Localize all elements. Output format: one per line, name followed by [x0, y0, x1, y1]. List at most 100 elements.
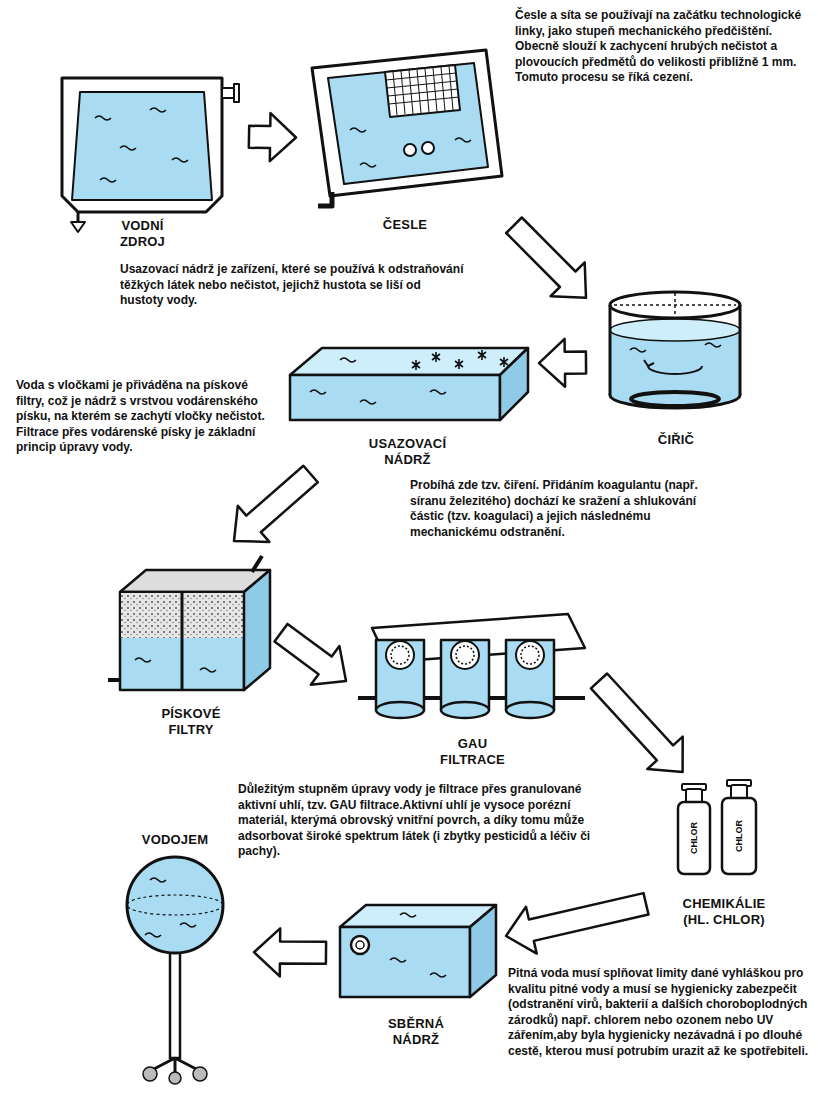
sand-filter-drawing-part	[181, 592, 184, 690]
settling-tank-drawing-part	[310, 350, 508, 404]
description-note: Probíhá zde tzv. čiření. Přidáním koagul…	[410, 478, 720, 540]
screen-drawing	[312, 50, 502, 206]
collecting-tank-drawing-part-part	[400, 913, 416, 917]
chemical-bottles-drawing-part	[678, 802, 710, 874]
gac-filter-drawing-part	[456, 646, 474, 664]
sand-filter-drawing	[108, 556, 270, 690]
sand-filter-drawing-part-part	[135, 658, 151, 662]
component-label: SBĚRNÁ NÁDRŽ	[376, 1016, 456, 1048]
collecting-tank-drawing-part	[356, 941, 364, 949]
sand-filter-drawing-part	[108, 678, 120, 682]
screen-drawing-part	[386, 66, 459, 115]
description-note: Pitná voda musí splňovat limity dané vyh…	[508, 966, 810, 1060]
clarifier-drawing-part	[614, 304, 736, 306]
chemical-bottles-drawing	[678, 780, 756, 874]
component-label: USAZOVACÍ NÁDRŽ	[358, 436, 458, 468]
water-source-drawing-part-part	[95, 116, 111, 120]
screen-drawing-part-part	[455, 138, 471, 142]
settling-tank-drawing-part-part	[340, 358, 356, 362]
gac-filter-drawing-part	[441, 702, 489, 718]
clarifier-drawing-part	[610, 292, 740, 318]
water-source-drawing-part	[62, 78, 222, 212]
component-label: GAU FILTRACE	[433, 736, 513, 768]
flow-arrow	[249, 113, 296, 161]
screen-drawing-part-part	[388, 89, 458, 96]
clarifier-drawing-part	[631, 392, 719, 406]
screen-drawing-part	[404, 144, 416, 156]
flow-arrow	[275, 624, 347, 685]
collecting-tank-drawing-part	[340, 927, 470, 997]
flow-arrow	[254, 928, 326, 976]
screen-drawing-part	[385, 65, 460, 117]
screen-drawing-part-part	[409, 70, 413, 114]
gac-filter-drawing-part	[516, 641, 544, 669]
component-label: VODNÍ ZDROJ	[108, 218, 178, 250]
water-tower-drawing-part-part	[180, 923, 196, 927]
clarifier-node: ČIŘIČ	[590, 288, 762, 450]
clarifier-drawing-part	[648, 366, 702, 374]
clarifier-drawing-part	[609, 305, 612, 395]
water-source-drawing-part-part	[120, 146, 136, 150]
collecting-tank-drawing-part	[390, 913, 446, 977]
flow-arrow	[539, 339, 586, 387]
water-tower-drawing-part	[193, 1067, 207, 1081]
sand-filter-drawing-part-part	[200, 668, 216, 672]
screen-drawing-part-part	[441, 67, 445, 111]
screen-drawing-part-part	[401, 71, 405, 114]
screen-drawing-part-part	[350, 128, 366, 132]
collecting-tank-node: SBĚRNÁ NÁDRŽ	[330, 898, 502, 1050]
water-source-drawing-part	[234, 84, 239, 102]
water-tower-drawing-part-part	[145, 933, 161, 937]
component-label: VODOJEM	[130, 832, 220, 848]
water-source-drawing-part-part	[172, 158, 188, 162]
sand-filter-drawing-part	[244, 570, 270, 690]
screen-drawing-part-part	[386, 73, 456, 80]
screen-drawing-part	[350, 128, 471, 167]
water-source-drawing-part	[71, 222, 85, 232]
bottle-label: CHLOR	[690, 822, 699, 854]
flow-arrow	[506, 218, 586, 298]
settling-tank-node: USAZOVACÍ NÁDRŽ	[280, 338, 535, 470]
screen-unit-node: ČESLE	[300, 40, 510, 235]
flow-arrow	[234, 466, 318, 542]
bottle-label: CHLOR	[735, 820, 744, 852]
collecting-tank-drawing-part-part	[430, 973, 446, 977]
component-label: ČESLE	[375, 217, 435, 233]
component-label: ČIŘIČ	[646, 432, 706, 448]
collecting-tank-drawing-part-part	[390, 958, 406, 962]
water-source-drawing-part	[77, 212, 80, 222]
clarifier-drawing-part	[739, 305, 742, 395]
settling-tank-drawing-part-part	[455, 359, 463, 369]
collecting-tank-drawing-part	[470, 905, 496, 997]
water-source-drawing-part	[72, 92, 212, 200]
water-tower-drawing-part	[169, 1072, 181, 1084]
settling-tank-drawing-part	[290, 375, 500, 420]
water-tower-drawing-part	[127, 857, 223, 953]
water-source-drawing-part-part	[150, 108, 166, 112]
settling-tank-drawing-part	[290, 348, 528, 375]
gac-filter-drawing-part	[386, 641, 414, 669]
description-note: Česle a síta se používají na začátku tec…	[515, 8, 810, 86]
collecting-tank-drawing	[340, 905, 496, 997]
clarifier-drawing-part	[644, 360, 654, 366]
chemical-bottles-drawing-part	[722, 798, 756, 874]
screen-drawing-part-part	[393, 72, 397, 115]
water-tower-drawing-part	[127, 895, 223, 915]
sand-filter-node: PÍSKOVÉ FILTRY	[105, 545, 277, 740]
water-tower-drawing	[127, 857, 223, 1084]
gac-filter-drawing-part	[376, 702, 424, 718]
screen-drawing-part	[318, 192, 332, 206]
clarifier-drawing-part	[630, 348, 646, 352]
component-label: PÍSKOVÉ FILTRY	[151, 706, 231, 738]
flow-arrow	[506, 893, 649, 954]
water-tower-drawing-part-part	[150, 878, 166, 882]
clarifier-drawing	[610, 292, 740, 408]
gac-filter-drawing-part	[441, 640, 489, 710]
gac-filter-drawing-part	[506, 640, 554, 710]
description-note: Voda s vločkami je přiváděna na pískové …	[16, 378, 271, 456]
clarifier-drawing-part	[705, 343, 721, 347]
water-source-drawing-part	[95, 108, 188, 182]
